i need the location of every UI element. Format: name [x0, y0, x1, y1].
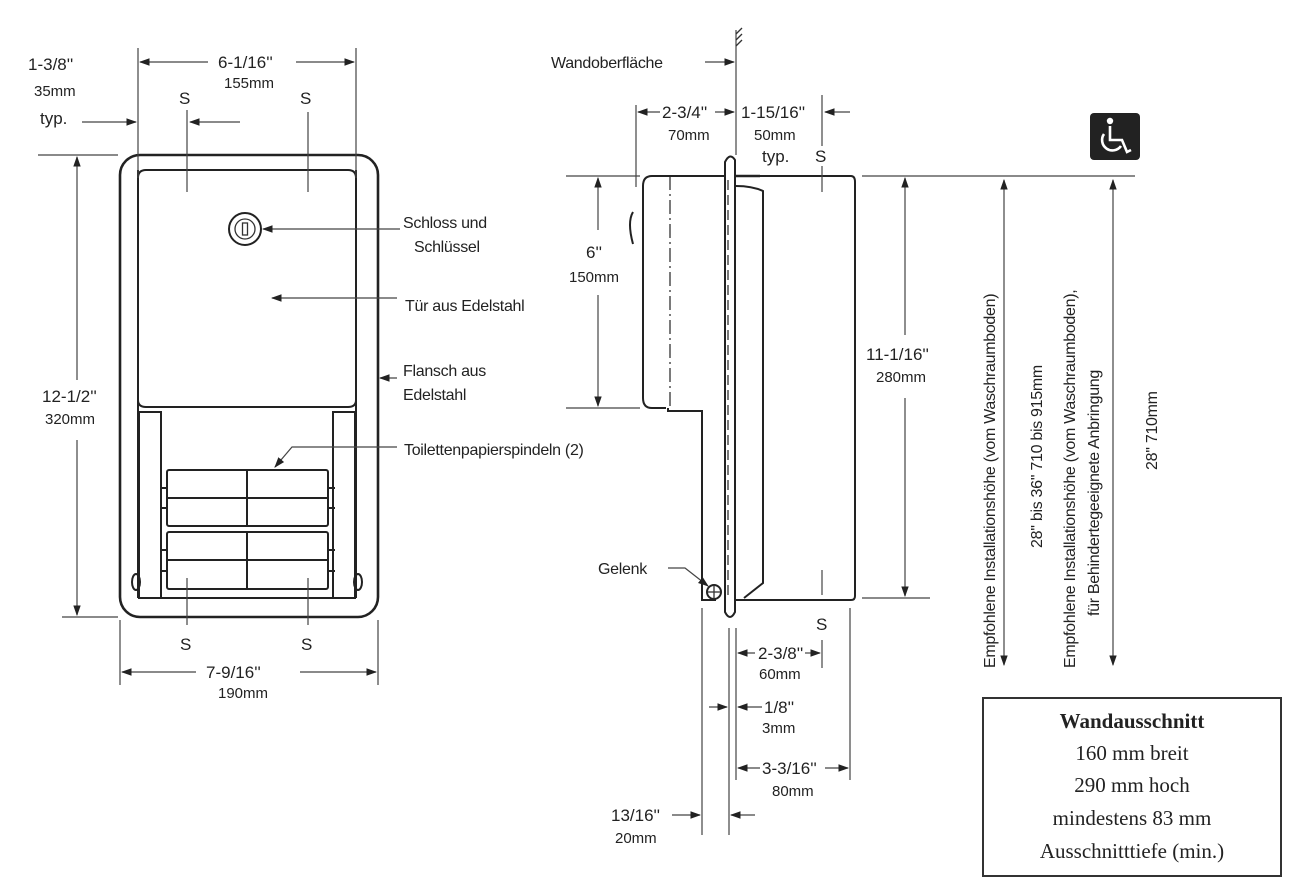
- stud-width-imperial: 6-1/16'': [218, 53, 273, 72]
- front-view: [38, 48, 400, 685]
- right-rail: [332, 411, 356, 599]
- cutout-box-text: Wandausschnitt 160 mm breit 290 mm hoch …: [1040, 709, 1224, 863]
- stud-width-metric: 155mm: [224, 75, 274, 92]
- projection-metric: 70mm: [668, 127, 710, 144]
- spindles-label: Toilettenpapierspindeln (2): [404, 442, 584, 459]
- cutout-line: 160 mm breit: [1075, 741, 1188, 765]
- flange-thickness-metric: 3mm: [762, 720, 795, 737]
- recess-height-imperial: 11-1/16'': [866, 345, 929, 364]
- height-imperial: 12-1/2'': [42, 387, 97, 406]
- lock-label-line1: Schloss und: [403, 215, 487, 232]
- front-view-labels: 1-3/8'' 35mm typ. 6-1/16'' 155mm S S 12-…: [28, 53, 312, 702]
- flange-profile: [724, 155, 736, 618]
- width-imperial: 7-9/16'': [206, 663, 261, 682]
- stud-mark: S: [301, 635, 312, 654]
- cutout-line: 290 mm hoch: [1074, 773, 1190, 797]
- height-metric: 320mm: [45, 411, 95, 428]
- stud-mark: S: [300, 89, 311, 108]
- door-label: Tür aus Edelstahl: [405, 298, 524, 315]
- width-metric: 190mm: [218, 685, 268, 702]
- flange-offset-note: typ.: [40, 109, 67, 128]
- accessible-height-value: 28'' 710mm: [1144, 391, 1161, 470]
- recess-depth-metric: 80mm: [772, 783, 814, 800]
- front-projection-imperial: 13/16'': [611, 806, 660, 825]
- flange-thickness-imperial: 1/8'': [764, 698, 794, 717]
- stud-mark: S: [815, 147, 826, 166]
- left-rail: [138, 411, 162, 599]
- spindle-lower: [160, 531, 335, 590]
- wall-surface-label: Wandoberfläche: [551, 55, 663, 72]
- hinge-label: Gelenk: [598, 561, 648, 578]
- flange-offset-imperial: 1-3/8'': [28, 55, 73, 74]
- stud-offset-metric: 50mm: [754, 127, 796, 144]
- projection-imperial: 2-3/4'': [662, 103, 707, 122]
- stud-mark: S: [179, 89, 190, 108]
- cutout-line: mindestens 83 mm: [1053, 806, 1212, 830]
- recess-depth-imperial: 3-3/16'': [762, 759, 817, 778]
- depth-studs-metric: 60mm: [759, 666, 801, 683]
- standard-height-value: 28'' bis 36'' 710 bis 915mm: [1029, 365, 1046, 548]
- side-view: [566, 27, 1135, 835]
- stud-mark: S: [816, 615, 827, 634]
- wheelchair-icon: [1090, 113, 1140, 160]
- stud-mark: S: [180, 635, 191, 654]
- flange-offset-metric: 35mm: [34, 83, 76, 100]
- door-outline: [137, 169, 357, 408]
- door-height-imperial: 6'': [586, 243, 602, 262]
- wall-cutout-box: [982, 697, 1282, 877]
- lock-icon: [228, 212, 262, 246]
- installation-labels: Empfohlene Installationshöhe (vom Waschr…: [982, 290, 1161, 668]
- side-view-labels: Wandoberfläche 2-3/4'' 70mm 1-15/16'' 50…: [551, 55, 929, 847]
- spindle-upper: [160, 469, 335, 527]
- stud-offset-imperial: 1-15/16'': [741, 103, 805, 122]
- front-projection-metric: 20mm: [615, 830, 657, 847]
- flange-label-line2: Edelstahl: [403, 387, 466, 404]
- depth-studs-imperial: 2-3/8'': [758, 644, 803, 663]
- cutout-title: Wandausschnitt: [1060, 709, 1205, 733]
- accessible-height-label-2: für Behindertegeeignete Anbringung: [1086, 370, 1103, 616]
- accessible-height-label-1: Empfohlene Installationshöhe (vom Waschr…: [1062, 290, 1079, 668]
- door-height-metric: 150mm: [569, 269, 619, 286]
- flange-label-line1: Flansch aus: [403, 363, 486, 380]
- flange-outline: [118, 153, 380, 619]
- recess-height-metric: 280mm: [876, 369, 926, 386]
- installation-heights: [1000, 178, 1117, 667]
- cutout-line: Ausschnitttiefe (min.): [1040, 839, 1224, 863]
- lock-label-line2: Schlüssel: [414, 239, 480, 256]
- callout-labels: Schloss und Schlüssel Tür aus Edelstahl …: [403, 215, 584, 459]
- standard-height-label: Empfohlene Installationshöhe (vom Waschr…: [982, 294, 999, 668]
- stud-offset-note: typ.: [762, 147, 789, 166]
